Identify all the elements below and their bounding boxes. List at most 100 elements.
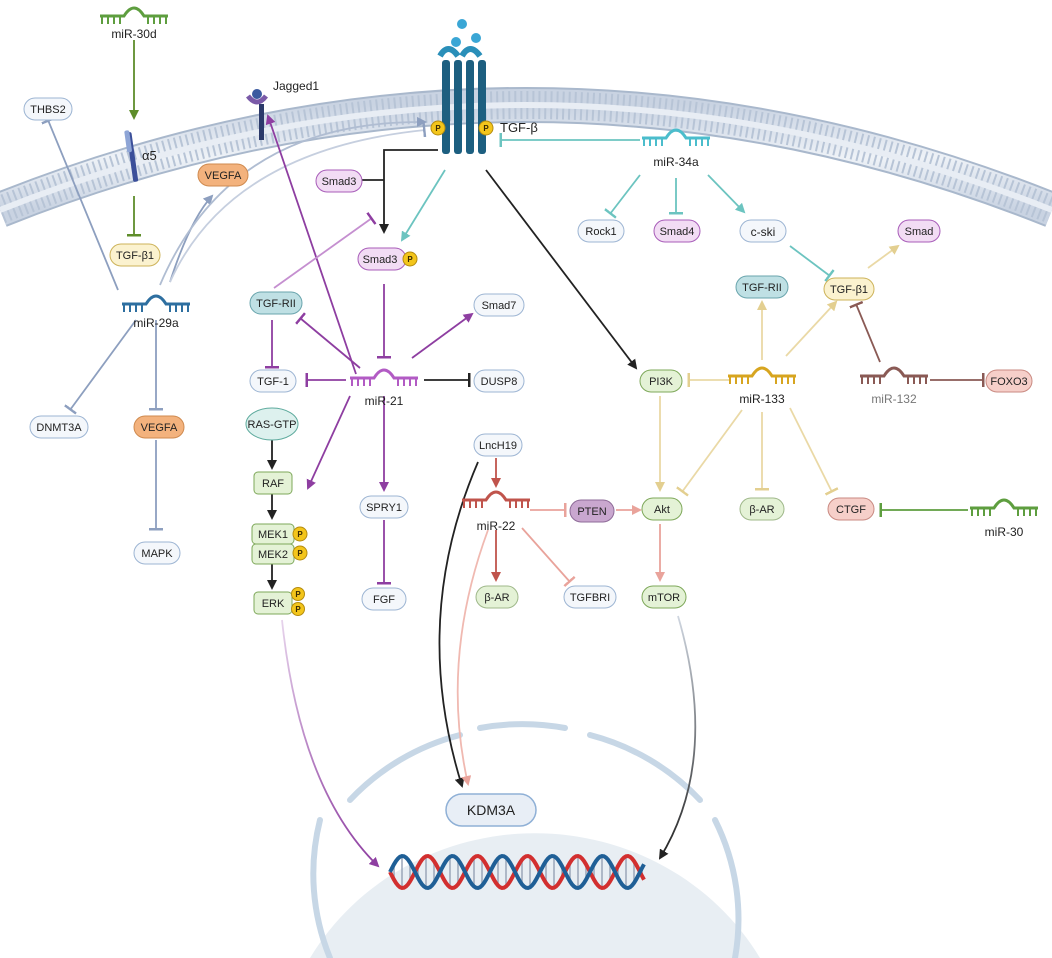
tgf-1-node: TGF-1 (249, 369, 297, 393)
mir22-glyph (462, 490, 530, 508)
kdm3a-label: KDM3A (467, 802, 516, 818)
svg-text:P: P (297, 549, 303, 558)
svg-text:LncH19: LncH19 (479, 440, 517, 452)
ctgf-node: CTGF (827, 497, 875, 521)
smad4-node: Smad4 (653, 219, 701, 243)
smad7-node: Smad7 (473, 293, 525, 317)
foxo3-node: FOXO3 (985, 369, 1033, 393)
tgfb1-left-node: TGF-β1 (109, 243, 161, 267)
pten-node: PTEN (569, 499, 615, 523)
svg-text:Akt: Akt (654, 504, 670, 516)
svg-text:mTOR: mTOR (648, 592, 680, 604)
smad3-node: Smad3 (315, 169, 363, 193)
dna-helix (388, 853, 646, 891)
svg-text:c-ski: c-ski (751, 225, 776, 239)
svg-text:P: P (297, 530, 303, 539)
svg-text:TGF-β1: TGF-β1 (830, 284, 868, 296)
nucleus (310, 721, 760, 958)
svg-text:MAPK: MAPK (141, 548, 173, 560)
svg-text:Smad3: Smad3 (363, 254, 398, 266)
svg-text:Smad3: Smad3 (322, 176, 357, 188)
svg-text:MEK1: MEK1 (258, 529, 288, 541)
tgf-beta-receptor: P P TGF-β (430, 19, 538, 154)
svg-text:Smad4: Smad4 (660, 226, 695, 238)
pi3k-node: PI3K (639, 369, 683, 393)
raf-node: RAF (253, 471, 293, 495)
thbs2-node: THBS2 (23, 97, 73, 121)
svg-text:DNMT3A: DNMT3A (36, 422, 82, 434)
svg-text:FGF: FGF (373, 594, 395, 606)
tgf-rii-left-node: TGF-RII (249, 291, 303, 315)
mir132-glyph (860, 366, 928, 384)
svg-text:Smad7: Smad7 (482, 300, 517, 312)
svg-text:TGF-1: TGF-1 (257, 376, 289, 388)
nodes: THBS2 VEGFA TGF-β1 DNMT3A VEGFA MAPK Sma… (23, 97, 1033, 616)
svg-text:P: P (483, 124, 489, 133)
kdm3a-node: KDM3A (445, 793, 537, 827)
svg-text:Smad: Smad (905, 226, 934, 238)
svg-text:CTGF: CTGF (836, 504, 866, 516)
mir132-label: miR-132 (871, 392, 917, 406)
svg-text:P: P (295, 590, 301, 599)
svg-text:SPRY1: SPRY1 (366, 502, 402, 514)
svg-text:RAS-GTP: RAS-GTP (248, 419, 297, 431)
tgfbri-node: TGFBRI (563, 585, 617, 609)
svg-text:β-AR: β-AR (749, 504, 774, 516)
mir34a-label: miR-34a (653, 155, 699, 169)
mapk-node: MAPK (133, 541, 181, 565)
mir30-label: miR-30 (985, 525, 1024, 539)
fgf-node: FGF (361, 587, 407, 611)
mir29a-label: miR-29a (133, 316, 179, 330)
mir29a-glyph (122, 294, 190, 312)
svg-text:TGFBRI: TGFBRI (570, 592, 610, 604)
ras-gtp-node: RAS-GTP (245, 407, 299, 441)
svg-text:VEGFA: VEGFA (205, 170, 242, 182)
mir30d-label: miR-30d (111, 27, 156, 41)
svg-text:THBS2: THBS2 (30, 104, 65, 116)
jagged1-ligand: Jagged1 (246, 79, 319, 140)
mir34a-glyph (642, 128, 710, 146)
alpha5-integrin: α5 (124, 130, 157, 182)
svg-text:DUSP8: DUSP8 (481, 376, 518, 388)
akt-node: Akt (641, 497, 683, 521)
svg-text:PTEN: PTEN (577, 506, 606, 518)
svg-text:P: P (435, 124, 441, 133)
lnch19-node: LncH19 (473, 433, 523, 457)
svg-text:TGF-RII: TGF-RII (742, 282, 782, 294)
edges (41, 40, 985, 868)
mirnas: miR-30d miR-29a miR-21 miR-34a miR-133 m… (100, 6, 1038, 539)
cell-membrane (0, 87, 1052, 227)
mek1-node: MEK1 P (251, 523, 308, 545)
svg-text:MEK2: MEK2 (258, 549, 288, 561)
vegfa-mid-node: VEGFA (133, 415, 185, 439)
svg-text:RAF: RAF (262, 478, 284, 490)
svg-text:TGF-β1: TGF-β1 (116, 250, 154, 262)
dnmt3a-node: DNMT3A (29, 415, 89, 439)
dusp8-node: DUSP8 (473, 369, 525, 393)
mir133-glyph (728, 366, 796, 384)
erk-node: ERK PP (253, 587, 305, 616)
svg-text:VEGFA: VEGFA (141, 422, 178, 434)
mek2-node: MEK2 P (251, 543, 308, 565)
svg-text:ERK: ERK (262, 598, 285, 610)
svg-text:P: P (407, 255, 413, 264)
mir21-glyph (350, 368, 418, 386)
svg-text:PI3K: PI3K (649, 376, 674, 388)
spry1-node: SPRY1 (359, 495, 409, 519)
svg-text:FOXO3: FOXO3 (990, 376, 1027, 388)
beta-ar-right-node: β-AR (739, 497, 785, 521)
tgf-beta-label: TGF-β (500, 120, 538, 135)
cski-node: c-ski (739, 219, 787, 243)
rock1-node: Rock1 (577, 219, 625, 243)
mir21-label: miR-21 (365, 394, 404, 408)
mir22-label: miR-22 (477, 519, 516, 533)
svg-text:P: P (295, 605, 301, 614)
alpha5-label: α5 (142, 148, 157, 163)
svg-text:Rock1: Rock1 (585, 226, 616, 238)
mir30d-glyph (100, 6, 168, 24)
mir133-label: miR-133 (739, 392, 785, 406)
vegfa-top-node: VEGFA (197, 163, 249, 187)
smad-right-node: Smad (897, 219, 941, 243)
tgfb1-right-node: TGF-β1 (823, 277, 875, 301)
